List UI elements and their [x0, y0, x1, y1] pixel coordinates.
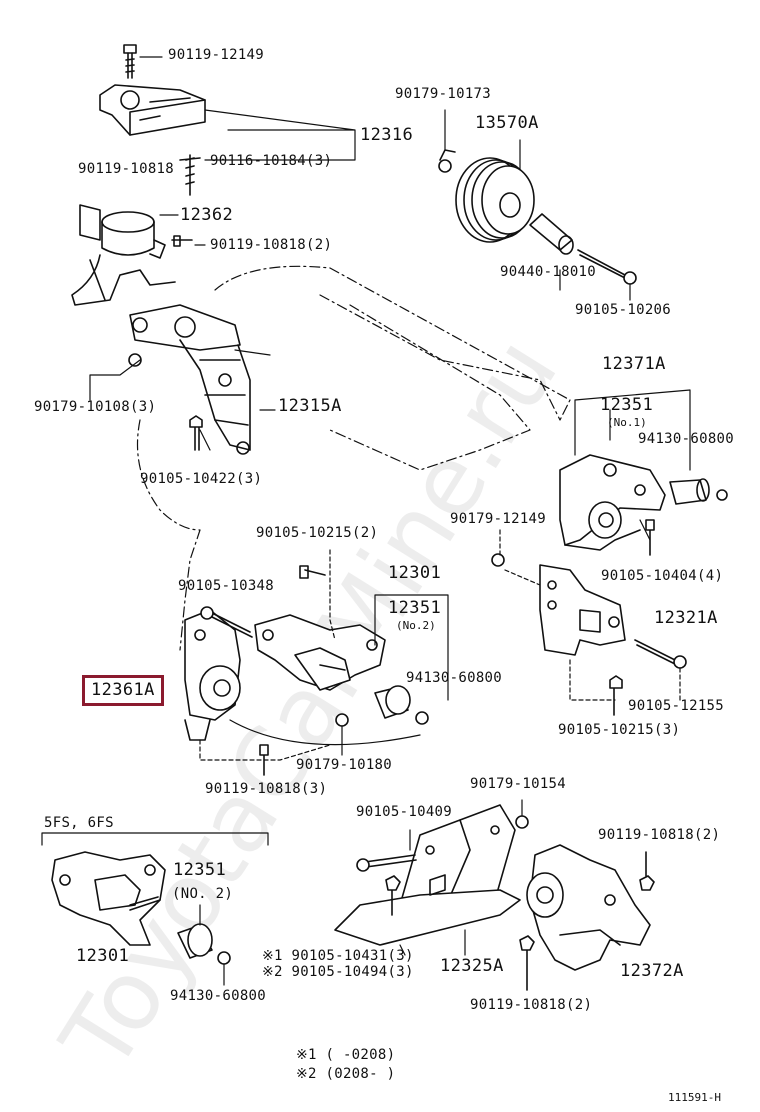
- label-12316: 12316: [360, 125, 414, 145]
- label-94130-60800-c: 94130-60800: [170, 988, 267, 1004]
- label-94130-60800-a: 94130-60800: [638, 431, 735, 447]
- label-12351-c: 12351: [173, 860, 227, 880]
- label-90105-10215-b: 90105-10215(3): [558, 722, 681, 738]
- label-90179-10173: 90179-10173: [395, 86, 492, 102]
- label-90119-10818-b: 90119-10818(2): [210, 237, 333, 253]
- bushing-b-shape: [374, 685, 429, 725]
- label-90105-10215-a: 90105-10215(2): [256, 525, 379, 541]
- label-12321A: 12321A: [654, 608, 718, 628]
- pulley-13570A-shape: [438, 149, 535, 243]
- label-90179-10108: 90179-10108(3): [34, 399, 157, 415]
- label-90119-10818-a: 90119-10818: [78, 161, 175, 177]
- label-12315A: 12315A: [278, 396, 342, 416]
- label-90119-10818-d: 90119-10818(2): [598, 827, 721, 843]
- mount-12361A-shape: [184, 609, 241, 741]
- label-90116-10184: 90116-10184(3): [210, 153, 333, 169]
- label-90105-10409: 90105-10409: [356, 804, 453, 820]
- label-90105-10206: 90105-10206: [575, 302, 672, 318]
- label-90119-10818-e: 90119-10818(2): [470, 997, 593, 1013]
- label-12351-b-sub: (No.2): [396, 619, 436, 632]
- drawing-id: 111591-H: [668, 1091, 721, 1104]
- label-12351-c-sub: (NO. 2): [172, 886, 234, 902]
- label-12351-a-sub: (No.1): [607, 416, 647, 429]
- label-90105-10431: ※1 90105-10431(3): [262, 948, 414, 964]
- bracket-12316-shape: [99, 84, 206, 196]
- label-12362: 12362: [180, 205, 234, 225]
- label-12301-a: 12301: [388, 563, 442, 583]
- label-90440-18010: 90440-18010: [500, 264, 597, 280]
- label-90105-10422: 90105-10422(3): [140, 471, 263, 487]
- inset-bracket-12301-shape: [51, 851, 166, 946]
- label-90179-10154: 90179-10154: [470, 776, 567, 792]
- bracket-12325A-shape: [334, 804, 521, 946]
- label-90119-12149: 90119-12149: [168, 47, 265, 63]
- label-90105-10404: 90105-10404(4): [601, 568, 724, 584]
- footnote-1: ※1 ( -0208): [296, 1047, 396, 1063]
- label-5fs-6fs: 5FS, 6FS: [44, 815, 114, 831]
- label-90179-10180: 90179-10180: [296, 757, 393, 773]
- label-90105-10494: ※2 90105-10494(3): [262, 964, 414, 980]
- insulator-12362-shape: [71, 204, 176, 306]
- bolt-90119-12149-shape: [123, 44, 137, 79]
- label-12372A: 12372A: [620, 961, 684, 981]
- label-90179-12149: 90179-12149: [450, 511, 547, 527]
- label-12351-b: 12351: [388, 598, 442, 618]
- footnote-2: ※2 (0208- ): [296, 1066, 396, 1082]
- label-13570A: 13570A: [475, 113, 539, 133]
- bracket-12321A-shape: [539, 564, 626, 656]
- label-90119-10818-c: 90119-10818(3): [205, 781, 328, 797]
- bracket-12315A-shape: [129, 304, 251, 455]
- label-12351-a: 12351: [600, 395, 654, 415]
- label-90105-10348: 90105-10348: [178, 578, 275, 594]
- label-12325A: 12325A: [440, 956, 504, 976]
- bushing-a-shape: [669, 478, 728, 505]
- mount-12372A-shape: [526, 844, 651, 971]
- label-90105-12155: 90105-12155: [628, 698, 725, 714]
- label-12361A-highlighted[interactable]: 12361A: [82, 675, 164, 706]
- label-12301-b: 12301: [76, 946, 130, 966]
- collar-90440-18010-shape: [529, 213, 574, 255]
- bracket-12301-shape: [254, 614, 386, 691]
- mount-12371A-shape: [559, 454, 666, 551]
- label-12371A: 12371A: [602, 354, 666, 374]
- label-94130-60800-b: 94130-60800: [406, 670, 503, 686]
- inset-bushing-shape: [177, 904, 231, 986]
